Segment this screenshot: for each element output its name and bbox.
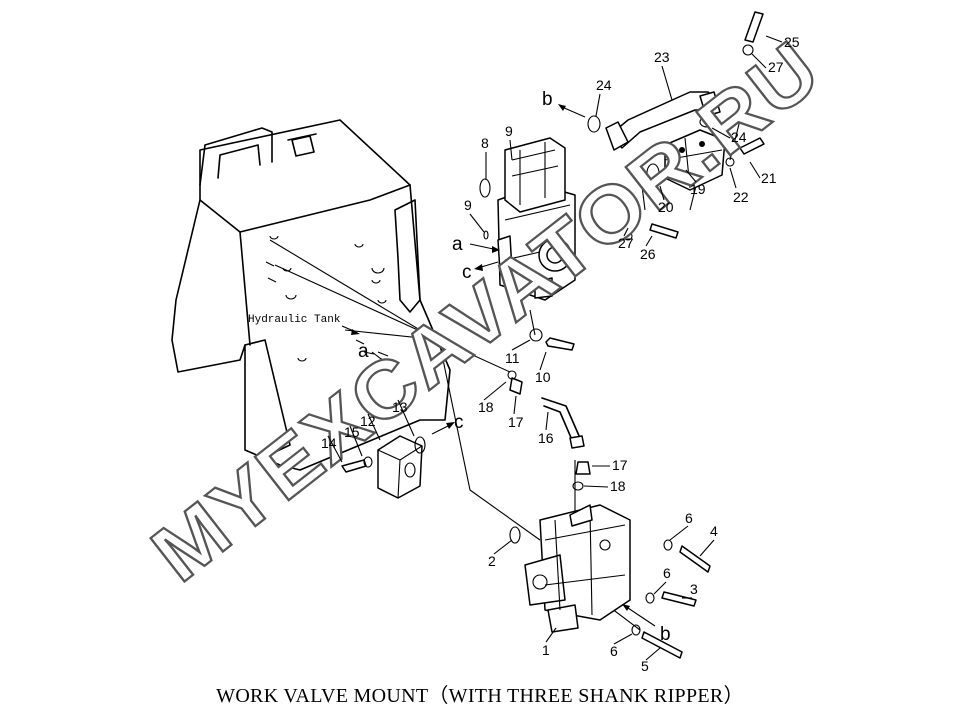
- part-number-12: 12: [360, 413, 376, 429]
- part-number-25: 25: [784, 34, 800, 50]
- part-number-9-side: 9: [464, 197, 472, 213]
- manifold-19: [664, 129, 726, 191]
- part-number-23: 23: [654, 49, 670, 65]
- block-12: [377, 435, 423, 499]
- part-number-16: 16: [538, 430, 554, 446]
- part-number-13: 13: [392, 399, 408, 415]
- part-number-17-upper: 17: [508, 414, 524, 430]
- leader-lines: [327, 35, 783, 661]
- labels: Hydraulic Tank b a c a c b 8 9 9 24 23 2…: [248, 34, 800, 674]
- part-number-11: 11: [505, 350, 520, 366]
- diagram-caption: WORK VALVE MOUNT（WITH THREE SHANK RIPPER…: [216, 684, 744, 707]
- lower-work-valve: [524, 504, 631, 633]
- connection-lines: [269, 119, 741, 631]
- watermark-text: MYEXCAVATOR.RU: [136, 23, 837, 598]
- part-number-27-mid: 27: [618, 235, 634, 251]
- part-number-5: 5: [641, 658, 649, 674]
- part-number-4: 4: [710, 523, 718, 539]
- part-number-18-upper: 18: [478, 399, 494, 415]
- part-number-3: 3: [690, 581, 698, 597]
- part-number-6-low: 6: [610, 643, 618, 659]
- part-number-6-mid: 6: [663, 565, 671, 581]
- letter-b-upper: b: [542, 89, 553, 110]
- hydraulic-tank: [171, 119, 451, 471]
- part-number-24-right: 24: [731, 129, 747, 145]
- part-number-1: 1: [542, 642, 550, 658]
- part-number-21: 21: [761, 170, 777, 186]
- letter-c-upper: c: [462, 262, 472, 283]
- upper-control-valve: [497, 137, 576, 301]
- part-number-18-lower: 18: [610, 478, 626, 494]
- letter-a-upper: a: [452, 234, 463, 255]
- part-number-2: 2: [488, 553, 496, 569]
- part-number-10: 10: [535, 369, 551, 385]
- part-number-19: 19: [690, 181, 706, 197]
- pipe-23: [605, 91, 721, 151]
- hydraulic-tank-label: Hydraulic Tank: [248, 314, 341, 326]
- watermark: MYEXCAVATOR.RU: [135, 22, 838, 599]
- part-number-14: 14: [321, 435, 337, 451]
- part-number-22: 22: [733, 189, 749, 205]
- part-number-6-top: 6: [685, 510, 693, 526]
- part-number-9-top: 9: [505, 123, 513, 139]
- o-rings: [363, 44, 754, 636]
- pipe-16: [541, 397, 585, 449]
- part-number-26: 26: [640, 246, 656, 262]
- part-number-27-top: 27: [768, 59, 784, 75]
- letter-b-lower: b: [660, 624, 671, 645]
- bolts: [341, 11, 765, 659]
- letter-a-tank: a: [358, 341, 369, 362]
- part-number-17-lower: 17: [612, 457, 628, 473]
- part-number-20: 20: [658, 199, 674, 215]
- part-number-24-top: 24: [596, 77, 612, 93]
- flow-arrows: [341, 104, 656, 627]
- part-number-8: 8: [481, 135, 489, 151]
- letter-c-lower: c: [454, 412, 464, 433]
